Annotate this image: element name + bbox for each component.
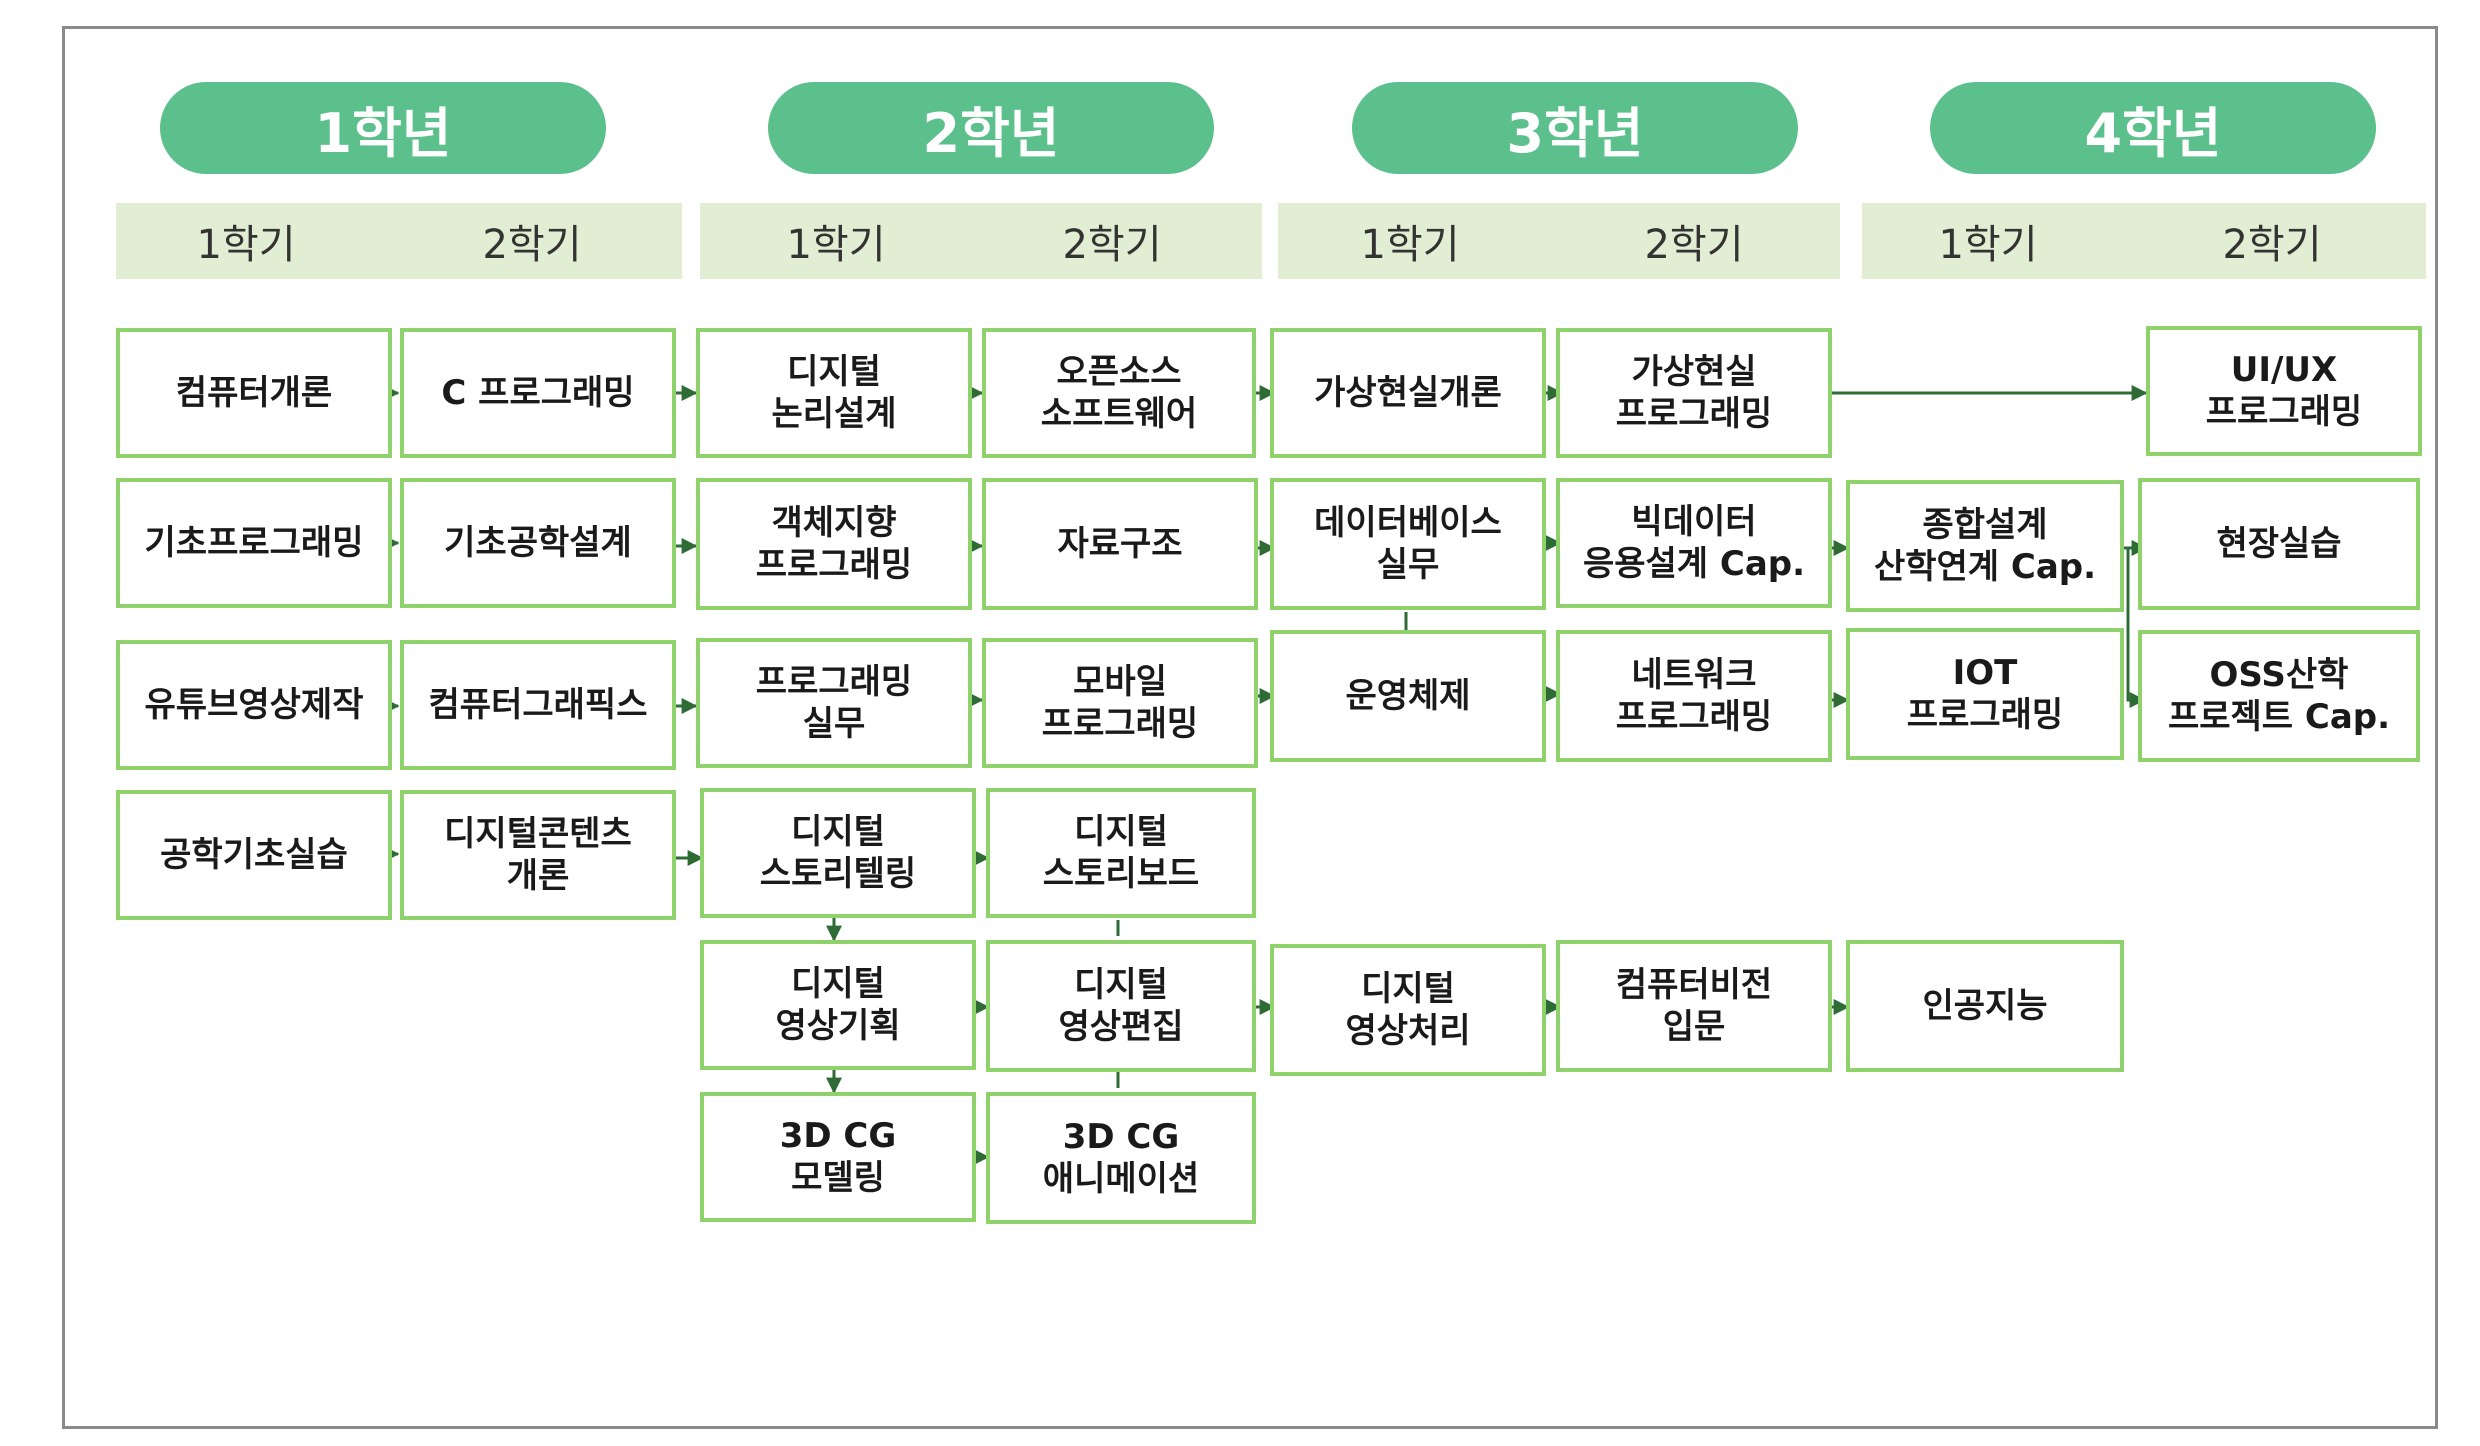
course-label: OSS산학 프로젝트 Cap. xyxy=(2167,655,2391,737)
course-box: 디지털 스토리보드 xyxy=(986,788,1256,918)
semester-label: 1학기 xyxy=(786,222,886,268)
course-label: 자료구조 xyxy=(1057,524,1183,564)
course-label: C 프로그래밍 xyxy=(441,373,635,413)
year-1-label: 1학년 xyxy=(314,101,452,165)
course-box: 현장실습 xyxy=(2138,478,2420,610)
course-label: 디지털 스토리텔링 xyxy=(759,812,917,894)
course-label: 종합설계 산학연계 Cap. xyxy=(1873,505,2097,587)
course-label: 디지털 영상처리 xyxy=(1345,969,1471,1051)
year-3-label: 3학년 xyxy=(1506,101,1644,165)
year-1-header: 1학년 xyxy=(160,82,606,174)
course-box: 객체지향 프로그래밍 xyxy=(696,478,972,610)
course-box: 디지털 스토리텔링 xyxy=(700,788,976,918)
diagram-frame xyxy=(62,26,2438,1429)
semester-band-year-2 xyxy=(700,203,1262,279)
course-label: 유튜브영상제작 xyxy=(144,685,364,725)
course-label: IOT 프로그래밍 xyxy=(1906,653,2064,735)
semester-band-year-1 xyxy=(116,203,682,279)
course-box: 디지털 영상처리 xyxy=(1270,944,1546,1076)
course-box: 유튜브영상제작 xyxy=(116,640,392,770)
course-label: 3D CG 모델링 xyxy=(779,1116,897,1198)
course-label: 디지털콘텐츠 개론 xyxy=(444,814,632,896)
course-label: 컴퓨터그래픽스 xyxy=(428,685,648,725)
course-box: 디지털 영상편집 xyxy=(986,940,1256,1072)
year-2-label: 2학년 xyxy=(922,101,1060,165)
course-box: 빅데이터 응용설계 Cap. xyxy=(1556,478,1832,608)
course-box: 프로그래밍 실무 xyxy=(696,638,972,768)
course-box: 컴퓨터비전 입문 xyxy=(1556,940,1832,1072)
course-box: 디지털 논리설계 xyxy=(696,328,972,458)
semester-band-year-4 xyxy=(1862,203,2426,279)
course-box: 컴퓨터개론 xyxy=(116,328,392,458)
course-box: 3D CG 애니메이션 xyxy=(986,1092,1256,1224)
course-label: 컴퓨터개론 xyxy=(175,373,333,413)
course-label: 기초프로그래밍 xyxy=(144,523,364,563)
course-box: 컴퓨터그래픽스 xyxy=(400,640,676,770)
course-label: 객체지향 프로그래밍 xyxy=(755,503,913,585)
course-label: 디지털 영상기획 xyxy=(775,964,901,1046)
course-box: 가상현실 프로그래밍 xyxy=(1556,328,1832,458)
course-label: 디지털 논리설계 xyxy=(771,352,897,434)
course-label: 빅데이터 응용설계 Cap. xyxy=(1582,502,1806,584)
course-box: UI/UX 프로그래밍 xyxy=(2146,326,2422,456)
course-label: 프로그래밍 실무 xyxy=(755,662,913,744)
course-box: 모바일 프로그래밍 xyxy=(982,638,1258,768)
course-box: 기초프로그래밍 xyxy=(116,478,392,608)
course-label: 모바일 프로그래밍 xyxy=(1041,662,1199,744)
course-label: 데이터베이스 실무 xyxy=(1314,503,1502,585)
course-label: 공학기초실습 xyxy=(160,835,348,875)
course-label: 현장실습 xyxy=(2216,524,2342,564)
semester-label: 1학기 xyxy=(1938,222,2038,268)
year-4-header: 4학년 xyxy=(1930,82,2376,174)
course-label: 컴퓨터비전 입문 xyxy=(1615,965,1773,1047)
course-label: UI/UX 프로그래밍 xyxy=(2205,350,2363,432)
course-box: 자료구조 xyxy=(982,478,1258,610)
course-box: C 프로그래밍 xyxy=(400,328,676,458)
course-box: 디지털 영상기획 xyxy=(700,940,976,1070)
course-box: 네트워크 프로그래밍 xyxy=(1556,630,1832,762)
course-label: 가상현실개론 xyxy=(1314,373,1502,413)
year-4-label: 4학년 xyxy=(2084,101,2222,165)
semester-label: 1학기 xyxy=(1360,222,1460,268)
course-label: 기초공학설계 xyxy=(444,523,632,563)
course-box: 종합설계 산학연계 Cap. xyxy=(1846,480,2124,612)
course-label: 오픈소스 소프트웨어 xyxy=(1040,352,1198,434)
year-2-header: 2학년 xyxy=(768,82,1214,174)
semester-label: 2학기 xyxy=(2222,222,2322,268)
course-box: IOT 프로그래밍 xyxy=(1846,628,2124,760)
course-box: 데이터베이스 실무 xyxy=(1270,478,1546,610)
course-box: 기초공학설계 xyxy=(400,478,676,608)
course-box: 디지털콘텐츠 개론 xyxy=(400,790,676,920)
semester-band-year-3 xyxy=(1278,203,1840,279)
course-box: 오픈소스 소프트웨어 xyxy=(982,328,1256,458)
course-box: 3D CG 모델링 xyxy=(700,1092,976,1222)
semester-label: 2학기 xyxy=(482,222,582,268)
course-box: 인공지능 xyxy=(1846,940,2124,1072)
course-box: 운영체제 xyxy=(1270,630,1546,762)
course-label: 네트워크 프로그래밍 xyxy=(1615,655,1773,737)
course-label: 디지털 스토리보드 xyxy=(1042,812,1200,894)
course-box: OSS산학 프로젝트 Cap. xyxy=(2138,630,2420,762)
year-3-header: 3학년 xyxy=(1352,82,1798,174)
course-label: 가상현실 프로그래밍 xyxy=(1615,352,1773,434)
semester-label: 2학기 xyxy=(1062,222,1162,268)
course-label: 3D CG 애니메이션 xyxy=(1042,1117,1200,1199)
course-label: 인공지능 xyxy=(1922,986,2048,1026)
course-label: 디지털 영상편집 xyxy=(1058,965,1184,1047)
semester-label: 2학기 xyxy=(1644,222,1744,268)
course-label: 운영체제 xyxy=(1345,676,1471,716)
semester-label: 1학기 xyxy=(196,222,296,268)
course-box: 공학기초실습 xyxy=(116,790,392,920)
course-box: 가상현실개론 xyxy=(1270,328,1546,458)
